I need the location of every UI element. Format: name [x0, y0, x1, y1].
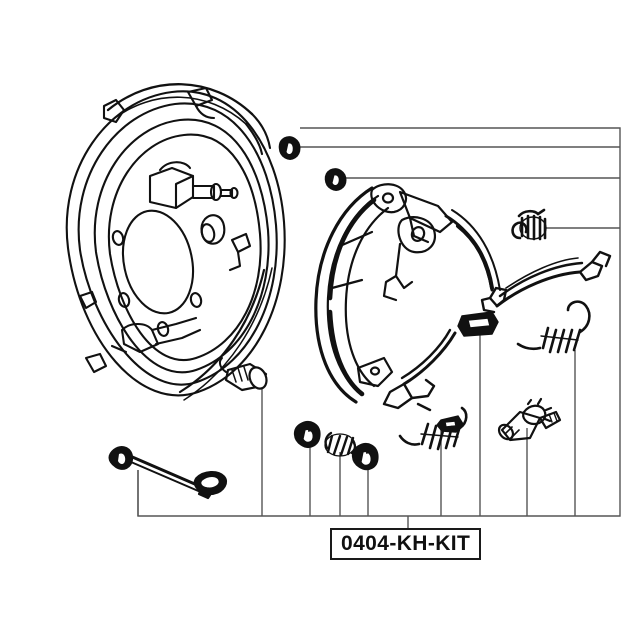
- anchor-block: [436, 311, 499, 433]
- adjuster-screw: [497, 397, 562, 442]
- retainer-washer-lower: [324, 168, 347, 191]
- hold-down-clip: [193, 471, 228, 495]
- adjuster-lever: [480, 250, 612, 314]
- kit-part-number-label: 0404-KH-KIT: [330, 528, 482, 560]
- return-spring-upper: [516, 300, 591, 354]
- mounting-bolt: [218, 357, 268, 392]
- hold-down-spring-cup-a: [293, 421, 321, 448]
- retainer-washer-upper: [278, 136, 301, 160]
- hold-down-pin: [108, 446, 214, 500]
- shoe-strut: [382, 328, 457, 412]
- brake-backing-plate: [65, 83, 286, 401]
- return-spring-lower: [398, 406, 468, 451]
- hold-down-spring-cup-b: [351, 443, 379, 471]
- brake-shoe-set: [314, 183, 501, 404]
- coil-spring-small: [511, 208, 547, 241]
